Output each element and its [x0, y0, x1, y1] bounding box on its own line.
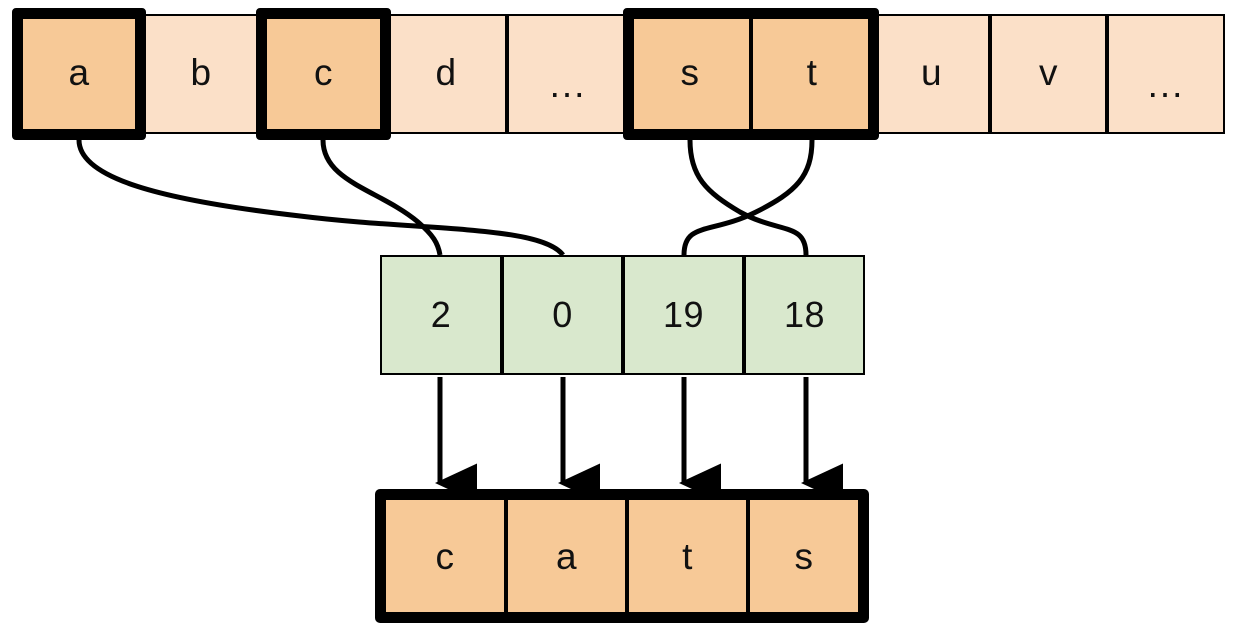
output-cell-4[interactable]: s: [748, 496, 860, 616]
curve-t-to-index-19: [681, 139, 815, 256]
curve-a-to-index-0: [76, 139, 565, 257]
alphabet-cell-s[interactable]: s: [629, 14, 751, 134]
output-cell-2[interactable]: a: [506, 496, 627, 616]
alphabet-cell-a[interactable]: a: [18, 14, 140, 134]
output-cell-1-label: c: [435, 535, 455, 577]
alphabet-cell-b[interactable]: b: [140, 14, 262, 134]
alphabet-cell-v[interactable]: v: [990, 14, 1107, 134]
alphabet-cell-ellipsis-left: ...: [507, 14, 629, 134]
index-cell-3[interactable]: 19: [623, 255, 744, 375]
index-cell-1[interactable]: 2: [380, 255, 502, 375]
output-cell-3[interactable]: t: [627, 496, 748, 616]
alphabet-cell-d-label: d: [435, 51, 457, 93]
alphabet-cell-u[interactable]: u: [873, 14, 990, 134]
alphabet-cell-v-label: v: [1039, 51, 1058, 93]
alphabet-cell-u-label: u: [920, 51, 943, 93]
output-cell-1[interactable]: c: [384, 496, 506, 616]
output-cell-2-label: a: [555, 535, 578, 577]
alphabet-cell-b-label: b: [190, 51, 212, 93]
output-cell-4-label: s: [794, 535, 814, 577]
curve-s-to-index-18: [687, 139, 809, 256]
alphabet-cell-ellipsis-right: ...: [1107, 14, 1225, 134]
index-cell-4-value: 18: [783, 294, 826, 335]
alphabet-cell-c-label: c: [314, 51, 333, 93]
alphabet-cell-ellipsis-right-label: ...: [1147, 63, 1185, 105]
index-cell-1-value: 2: [430, 294, 452, 335]
index-cell-3-value: 19: [662, 294, 705, 335]
index-cell-2[interactable]: 0: [502, 255, 623, 375]
alphabet-cell-a-label: a: [68, 51, 90, 93]
index-cell-4[interactable]: 18: [744, 255, 865, 375]
alphabet-cell-t-label: t: [806, 51, 818, 93]
alphabet-cell-t[interactable]: t: [751, 14, 873, 134]
index-cell-2-value: 0: [552, 294, 573, 335]
curve-c-to-index-2: [320, 139, 443, 256]
alphabet-cell-c[interactable]: c: [262, 14, 385, 134]
alphabet-cell-d[interactable]: d: [385, 14, 507, 134]
output-cell-3-label: t: [682, 535, 693, 577]
alphabet-cell-ellipsis-left-label: ...: [549, 63, 587, 105]
alphabet-cell-s-label: s: [680, 51, 700, 93]
